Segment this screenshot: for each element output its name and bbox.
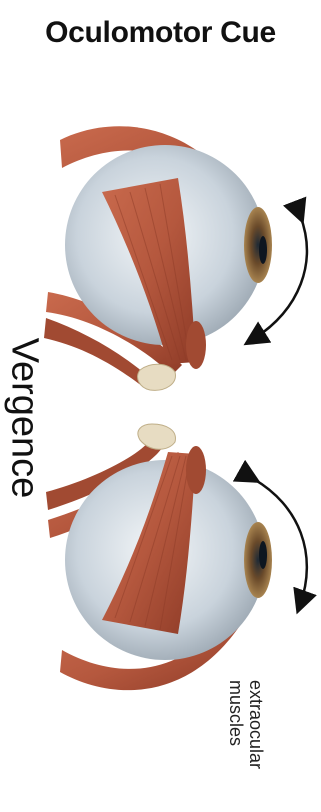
bottom-eye [46,424,272,690]
top-iris-icon [244,207,272,283]
top-tendon [138,364,176,390]
top-eye [44,126,272,390]
bottom-tendon [138,424,176,449]
bottom-iris-icon [244,522,272,598]
